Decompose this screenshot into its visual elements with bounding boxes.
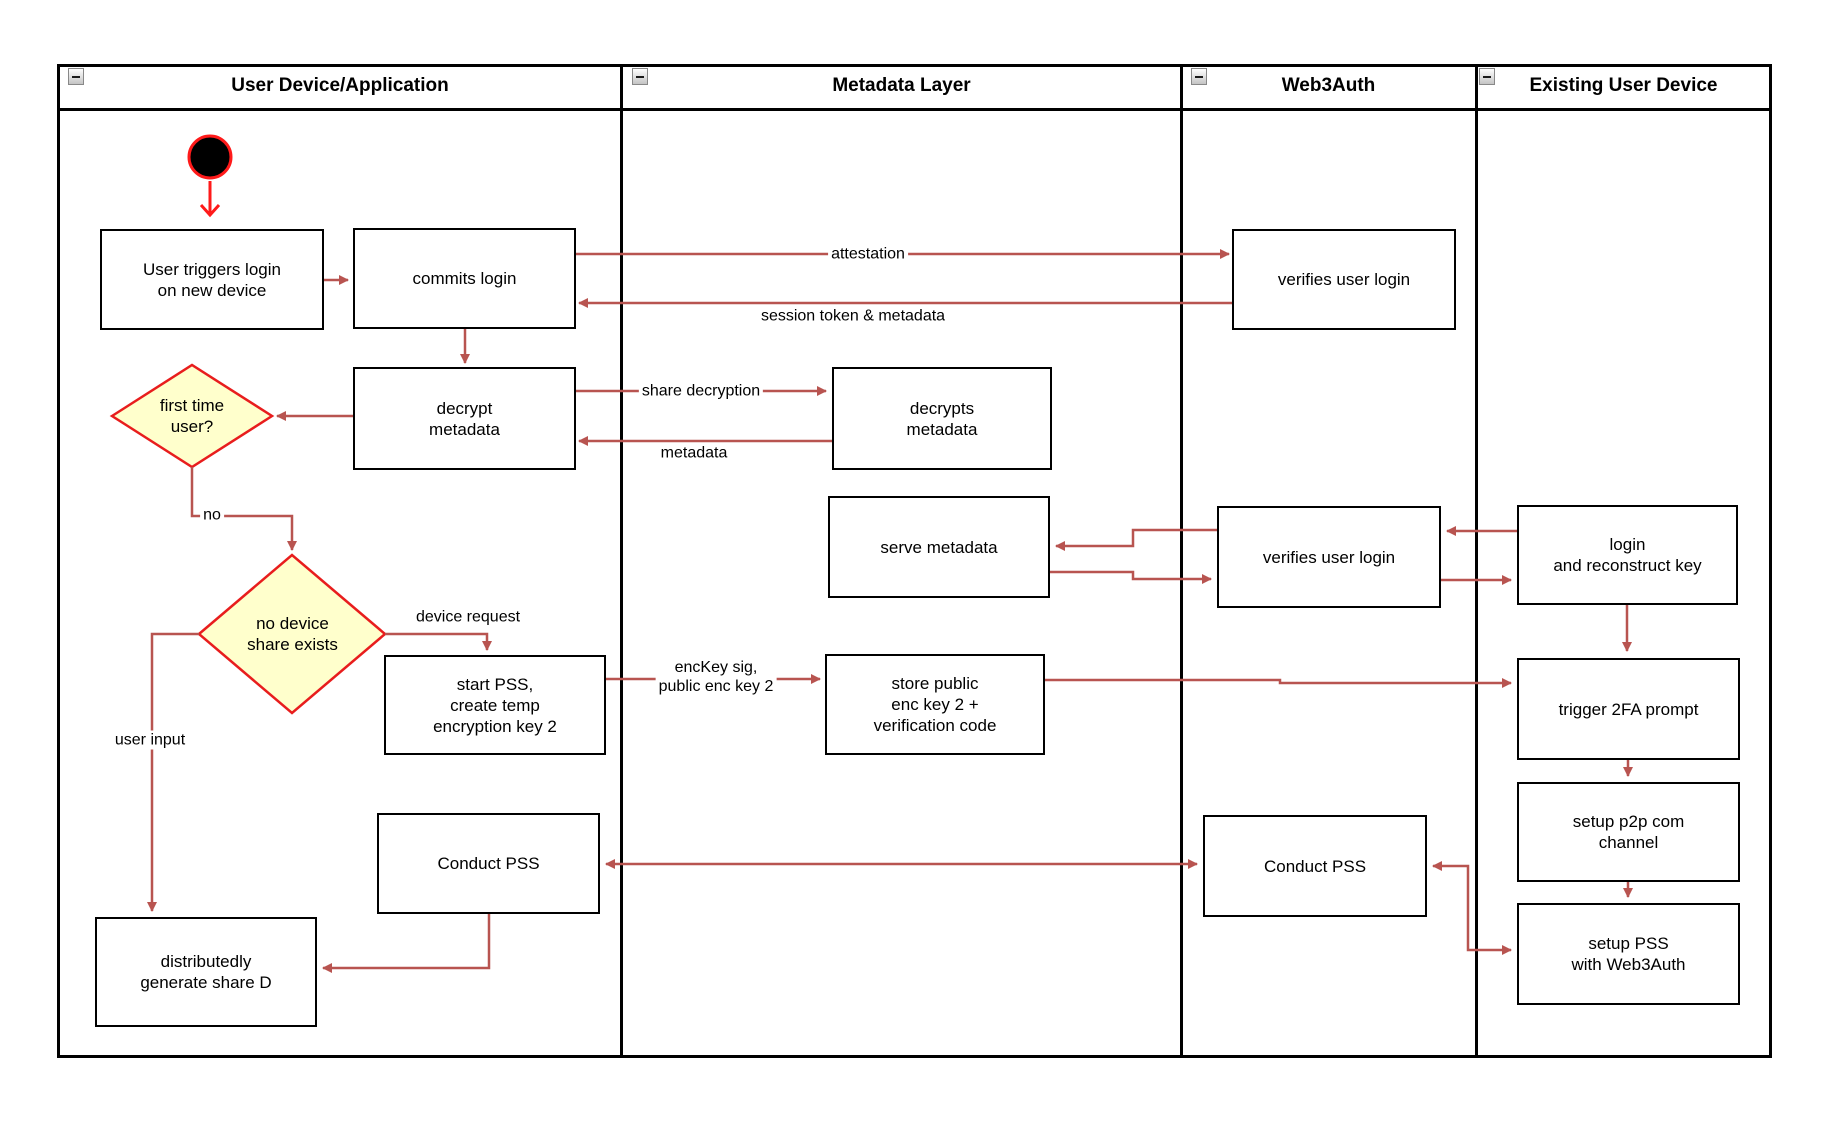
edge-store-to-trigger2fa [1045,678,1512,688]
minus-icon [72,76,80,78]
collapse-lane-icon[interactable] [632,68,648,85]
collapse-lane-icon[interactable] [68,68,84,85]
node-trigger-2fa-prompt[interactable]: trigger 2FA prompt [1517,658,1740,760]
pool-frame [57,64,1772,1058]
minus-icon [1195,76,1203,78]
node-user-triggers-login[interactable]: User triggers login on new device [100,229,324,330]
node-decrypts-metadata[interactable]: decrypts metadata [832,367,1052,470]
edge-device-request [385,632,492,651]
edge-label-enckey: encKey sig, public enc key 2 [655,658,777,696]
node-login-and-reconstruct-key[interactable]: login and reconstruct key [1517,505,1738,605]
edge-servemetadata-to-verifies [1050,570,1212,584]
edge-label-attestation: attestation [828,244,908,264]
node-conduct-pss-web3auth[interactable]: Conduct PSS [1203,815,1427,917]
edge-user-input [147,632,199,912]
node-start-pss[interactable]: start PSS, create temp encryption key 2 [384,655,606,755]
collapse-lane-icon[interactable] [1479,68,1495,85]
edge-setuppss-conductpss [1432,861,1512,955]
node-generate-share-d[interactable]: distributedly generate share D [95,917,317,1027]
node-decrypt-metadata[interactable]: decrypt metadata [353,367,576,470]
edge-label-device-request: device request [412,607,524,627]
edge-verifies-to-servemetadata [1055,528,1217,551]
edge-label-no: no [200,505,224,525]
lane-header-existing-device[interactable]: Existing User Device [1529,75,1718,96]
edge-label-session-token: session token & metadata [757,306,949,326]
node-serve-metadata[interactable]: serve metadata [828,496,1050,598]
collapse-lane-icon[interactable] [1191,68,1207,85]
edge-label-metadata: metadata [657,443,731,463]
initial-state-node[interactable] [187,134,233,180]
node-store-public-enc-key[interactable]: store public enc key 2 + verification co… [825,654,1045,755]
edge-label-user-input: user input [111,730,189,750]
node-conduct-pss-user[interactable]: Conduct PSS [377,813,600,914]
lane-header-web3auth[interactable]: Web3Auth [1281,75,1376,96]
edge-no-branch [190,467,297,551]
decision-label-no-device-share: no device share exists [247,614,338,654]
node-setup-p2p-channel[interactable]: setup p2p com channel [1517,782,1740,882]
decision-label-first-time-user: first time user? [159,396,225,436]
lane-header-user-device[interactable]: User Device/Application [231,75,449,96]
node-verifies-user-login-1[interactable]: verifies user login [1232,229,1456,330]
minus-icon [1483,76,1491,78]
edge-conductpss-to-sharegen [322,914,491,973]
node-setup-pss-web3auth[interactable]: setup PSS with Web3Auth [1517,903,1740,1005]
edge-label-share-decryption: share decryption [638,381,764,401]
node-verifies-user-login-2[interactable]: verifies user login [1217,506,1441,608]
lane-header-metadata-layer[interactable]: Metadata Layer [832,75,971,96]
node-commits-login[interactable]: commits login [353,228,576,329]
minus-icon [636,76,644,78]
decision-first-time-user[interactable] [109,363,275,469]
